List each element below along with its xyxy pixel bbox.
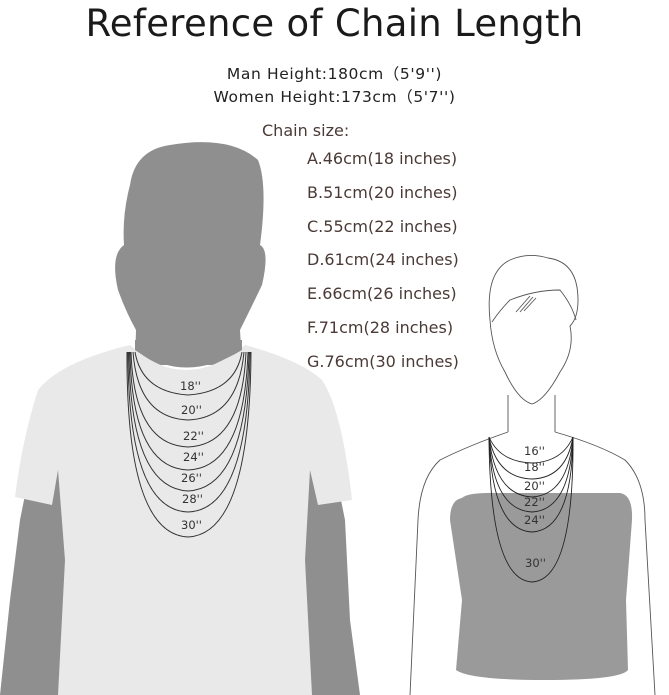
woman-chain-label: 18'' [524, 460, 545, 474]
man-chain-label: 24'' [183, 450, 204, 464]
man-chain-label: 18'' [180, 379, 201, 393]
man-chain-label: 28'' [182, 492, 203, 506]
chain-size-item: G.76cm(30 inches) [307, 351, 459, 371]
chain-size-item: D.61cm(24 inches) [307, 250, 459, 270]
woman-figure [409, 255, 656, 695]
women-height-text: Women Height:173cm（5'7'') [213, 88, 456, 106]
woman-chain-label: 16'' [524, 444, 545, 458]
chain-size-item: F.71cm(28 inches) [307, 317, 454, 337]
man-chain-label: 26'' [181, 471, 202, 485]
chain-size-heading: Chain size: [262, 121, 350, 140]
woman-chain-label: 24'' [524, 513, 545, 527]
woman-top [450, 492, 633, 680]
chain-size-item: B.51cm(20 inches) [307, 182, 458, 202]
man-chain-label: 30'' [181, 518, 202, 532]
man-figure: 18'' 20'' 22'' 24'' 26'' 28'' 30'' [0, 142, 360, 695]
woman-chain-labels: 16'' 18'' 20'' 22'' 24'' 30'' [524, 444, 546, 570]
page-title: Reference of Chain Length [85, 2, 584, 45]
chain-size-item: C.55cm(22 inches) [307, 216, 458, 236]
woman-chain-label: 20'' [524, 479, 545, 493]
chain-size-item: E.66cm(26 inches) [307, 284, 457, 304]
woman-chain-label: 22'' [524, 495, 545, 509]
man-chain-label: 22'' [183, 429, 204, 443]
man-chain-labels: 18'' 20'' 22'' 24'' 26'' 28'' 30'' [180, 379, 204, 532]
chain-size-list: A.46cm(18 inches) B.51cm(20 inches) C.55… [307, 149, 459, 386]
chain-size-item: A.46cm(18 inches) [307, 149, 458, 168]
woman-chain-label: 30'' [525, 556, 546, 570]
man-chain-label: 20'' [181, 403, 202, 417]
man-height-text: Man Height:180cm（5'9'') [226, 65, 443, 83]
